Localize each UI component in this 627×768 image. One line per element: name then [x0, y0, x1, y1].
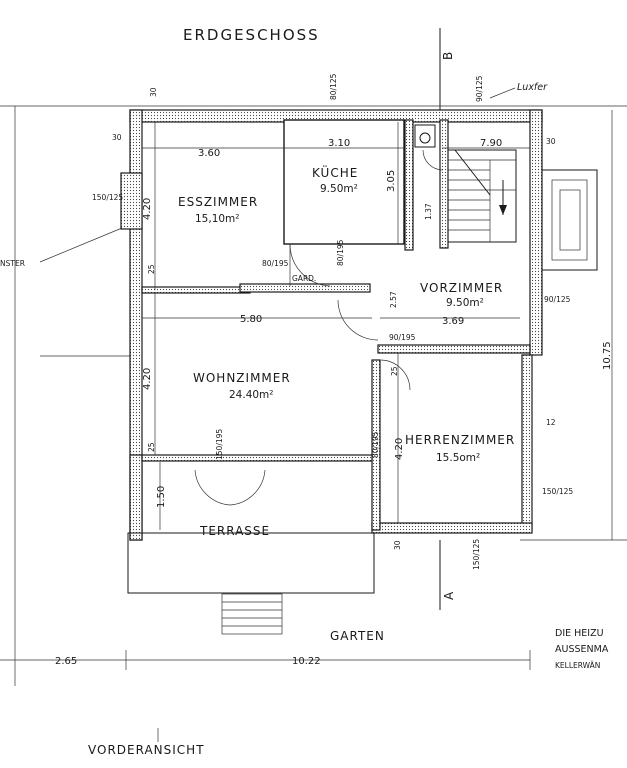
- dimension-texts: 3.60 3.10 7.90 4.20 3.05 5.80 3.69 4.20 …: [55, 73, 613, 667]
- garten-label: GARTEN: [330, 629, 385, 643]
- dim-1075: 10.75: [602, 341, 613, 370]
- room-kueche-area: 9.50m²: [320, 183, 358, 195]
- terrace-slab: [127, 532, 375, 635]
- door-90-195: 90/195: [389, 333, 416, 342]
- window-80-125: 80/125: [329, 73, 338, 100]
- dim-30-d: 30: [393, 540, 402, 550]
- window-150-125-b: 150/125: [542, 487, 573, 496]
- room-kueche-name: KÜCHE: [312, 164, 358, 180]
- luxfer-label: Luxfer: [517, 82, 548, 93]
- dim-265: 2.65: [55, 656, 77, 667]
- window-90-125-b: 90/125: [475, 75, 484, 102]
- window-90-125-a: 90/125: [544, 295, 571, 304]
- entrance-steps: [541, 169, 598, 271]
- dim-30-c: 30: [546, 137, 556, 146]
- dim-580: 5.80: [240, 314, 262, 325]
- section-b-label: B: [441, 52, 455, 60]
- note-line-1: DIE HEIZU: [555, 628, 604, 639]
- dim-25-a: 25: [147, 264, 156, 274]
- staircase: [447, 149, 517, 243]
- dim-30-b: 30: [149, 87, 158, 97]
- room-vorzimmer-area: 9.50m²: [446, 297, 484, 309]
- exterior-walls: [120, 109, 543, 541]
- dim-137: 1.37: [424, 203, 433, 220]
- dim-360: 3.60: [198, 148, 220, 159]
- dim-30-a: 30: [112, 133, 122, 142]
- plan-title: ERDGESCHOSS: [183, 26, 320, 44]
- dim-420b: 4.20: [142, 368, 153, 390]
- vorderansicht-label: VORDERANSICHT: [88, 743, 205, 757]
- door-80-195-c: 80/195: [371, 431, 380, 458]
- misc-labels: Luxfer GARTEN NSTER VORDERANSICHT: [0, 82, 548, 757]
- outer-reference-lines: [0, 105, 627, 686]
- dim-790: 7.90: [480, 138, 502, 149]
- room-wohnzimmer-name: WOHNZIMMER: [193, 371, 291, 385]
- room-herrenzimmer-area: 15.5om²: [436, 452, 480, 464]
- section-mark-a: A: [439, 540, 456, 610]
- dim-25-b: 25: [147, 442, 156, 452]
- room-wohnzimmer-area: 24.40m²: [229, 389, 274, 401]
- door-150-195: 150/195: [215, 429, 224, 460]
- dim-12: 12: [546, 418, 556, 427]
- room-esszimmer-name: ESSZIMMER: [178, 195, 258, 209]
- note-line-2: AUSSENMA: [555, 644, 609, 655]
- door-80-195-b: 80/195: [336, 239, 345, 266]
- door-80-195: 80/195: [262, 259, 289, 268]
- dim-25-c: 25: [390, 366, 399, 376]
- dimension-lines: [0, 122, 531, 670]
- dim-420c: 4.20: [394, 438, 405, 460]
- dim-369: 3.69: [442, 316, 464, 327]
- dim-310: 3.10: [328, 138, 350, 149]
- note-line-3: KELLERWÄN: [555, 661, 600, 670]
- room-vorzimmer-name: VORZIMMER: [420, 281, 503, 295]
- window-150-125-a: 150/125: [92, 193, 123, 202]
- interior-walls: [129, 119, 531, 541]
- fenster-label: NSTER: [0, 259, 25, 268]
- section-a-label: A: [442, 591, 456, 600]
- room-terrasse-name: TERRASSE: [199, 524, 270, 538]
- dim-305: 3.05: [386, 170, 397, 192]
- dim-1022: 10.22: [292, 656, 321, 667]
- dim-420a: 4.20: [142, 198, 153, 220]
- room-gard-name: GARD.: [292, 274, 316, 283]
- dim-257: 2.57: [389, 291, 398, 308]
- room-labels: ESSZIMMER 15,10m² KÜCHE 9.50m² VORZIMMER…: [178, 164, 515, 538]
- room-herrenzimmer-name: HERRENZIMMER: [405, 433, 515, 447]
- window-150-125-c: 150/125: [472, 539, 481, 570]
- notes: DIE HEIZU AUSSENMA KELLERWÄN: [555, 628, 609, 670]
- dim-150: 1.50: [156, 486, 167, 508]
- section-mark-b: B: [439, 28, 455, 110]
- toilet: [414, 124, 436, 148]
- door-swings: [194, 149, 444, 506]
- room-esszimmer-area: 15,10m²: [195, 213, 240, 225]
